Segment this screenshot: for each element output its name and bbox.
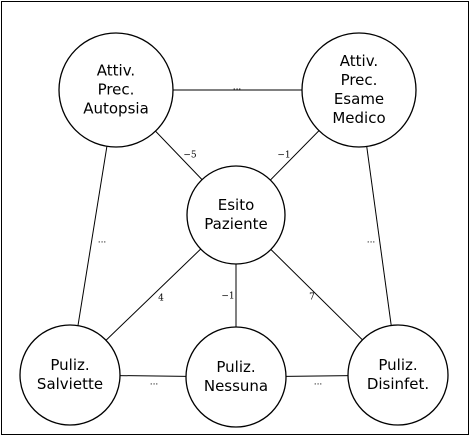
nodes-layer: Attiv.Prec.AutopsiaAttiv.Prec.EsameMedic…: [19, 32, 449, 428]
node-label-disinfet-0: Puliz.: [378, 356, 417, 374]
node-label-autopsia-2: Autopsia: [83, 100, 149, 118]
node-label-esito-1: Paziente: [204, 215, 267, 233]
node-nessuna: Puliz.Nessuna: [185, 326, 287, 428]
edge-label-esito-salviette: 4: [158, 294, 164, 304]
node-circle-salviette: [19, 324, 121, 426]
node-label-esame-0: Attiv.: [340, 52, 378, 70]
node-circle-esame: [301, 32, 417, 148]
node-label-autopsia-1: Prec.: [98, 81, 135, 99]
node-circle-autopsia: [58, 32, 174, 148]
edge-label-esito-nessuna: −1: [221, 292, 234, 302]
node-circle-nessuna: [185, 326, 287, 428]
node-circle-esito: [186, 165, 286, 265]
node-label-disinfet-1: Disinfet.: [367, 375, 429, 393]
node-label-nessuna-1: Nessuna: [204, 377, 268, 395]
node-label-nessuna-0: Puliz.: [216, 358, 255, 376]
node-label-esame-1: Prec.: [341, 71, 378, 89]
edge-label-autopsia-esito: −5: [183, 151, 197, 161]
edge-label-esame-esito: −1: [277, 151, 290, 161]
node-salviette: Puliz.Salviette: [19, 324, 121, 426]
node-label-salviette-0: Puliz.: [50, 356, 89, 374]
edge-label-nessuna-disinfet: ...: [314, 378, 323, 388]
node-disinfet: Puliz.Disinfet.: [347, 324, 449, 426]
edge-label-esame-disinfet: ...: [367, 236, 376, 246]
edge-label-esito-disinfet: 7: [309, 293, 315, 303]
node-label-esame-3: Medico: [332, 109, 385, 127]
node-label-salviette-1: Salviette: [37, 375, 103, 393]
edge-label-autopsia-salviette: ...: [98, 236, 107, 246]
node-autopsia: Attiv.Prec.Autopsia: [58, 32, 174, 148]
node-label-esame-2: Esame: [334, 90, 384, 108]
edge-label-salviette-nessuna: ...: [150, 378, 159, 388]
node-label-autopsia-0: Attiv.: [97, 62, 135, 80]
node-circle-disinfet: [347, 324, 449, 426]
node-label-esito-0: Esito: [218, 196, 255, 214]
edge-label-autopsia-esame: ...: [233, 83, 242, 93]
